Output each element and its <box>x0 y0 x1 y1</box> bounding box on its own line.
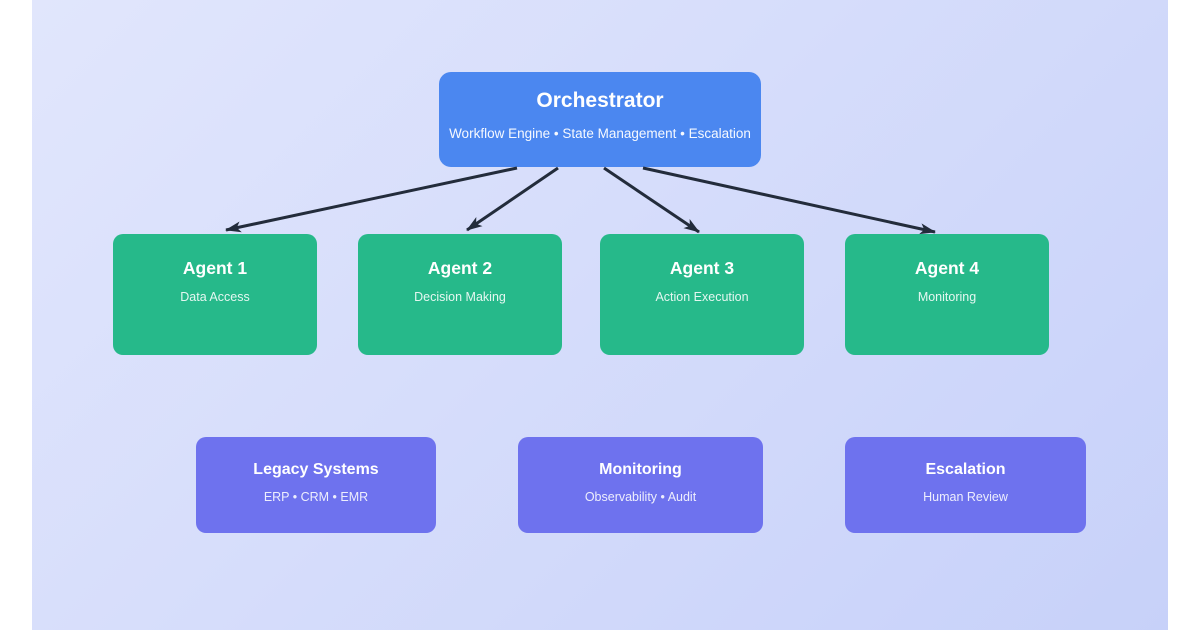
node-agent-4-title: Agent 4 <box>914 258 980 278</box>
node-agent-3: Agent 3 Action Execution <box>600 234 804 355</box>
node-escalation-subtitle: Human Review <box>923 490 1008 504</box>
node-agent-4-subtitle: Monitoring <box>917 290 977 304</box>
node-agent-4: Agent 4 Monitoring <box>845 234 1049 355</box>
node-monitoring-subtitle: Observability • Audit <box>584 490 697 504</box>
node-agent-2: Agent 2 Decision Making <box>358 234 562 355</box>
node-agent-3-title: Agent 3 <box>669 258 735 278</box>
node-escalation-title: Escalation <box>925 461 1006 478</box>
node-agent-3-subtitle: Action Execution <box>655 290 749 304</box>
node-orchestrator-subtitle: Workflow Engine • State Management • Esc… <box>449 126 751 141</box>
node-legacy-systems-subtitle: ERP • CRM • EMR <box>263 490 369 504</box>
node-agent-1-subtitle: Data Access <box>180 290 250 304</box>
node-agent-2-title: Agent 2 <box>427 258 493 278</box>
node-monitoring-title: Monitoring <box>599 461 682 478</box>
node-agent-1: Agent 1 Data Access <box>113 234 317 355</box>
node-escalation: Escalation Human Review <box>845 437 1086 533</box>
node-agent-1-title: Agent 1 <box>182 258 248 278</box>
node-legacy-systems: Legacy Systems ERP • CRM • EMR <box>196 437 436 533</box>
node-orchestrator-title: Orchestrator <box>536 89 664 112</box>
node-orchestrator: Orchestrator Workflow Engine • State Man… <box>439 72 761 167</box>
node-legacy-systems-title: Legacy Systems <box>253 461 379 478</box>
node-monitoring: Monitoring Observability • Audit <box>518 437 763 533</box>
node-agent-2-subtitle: Decision Making <box>414 290 506 304</box>
